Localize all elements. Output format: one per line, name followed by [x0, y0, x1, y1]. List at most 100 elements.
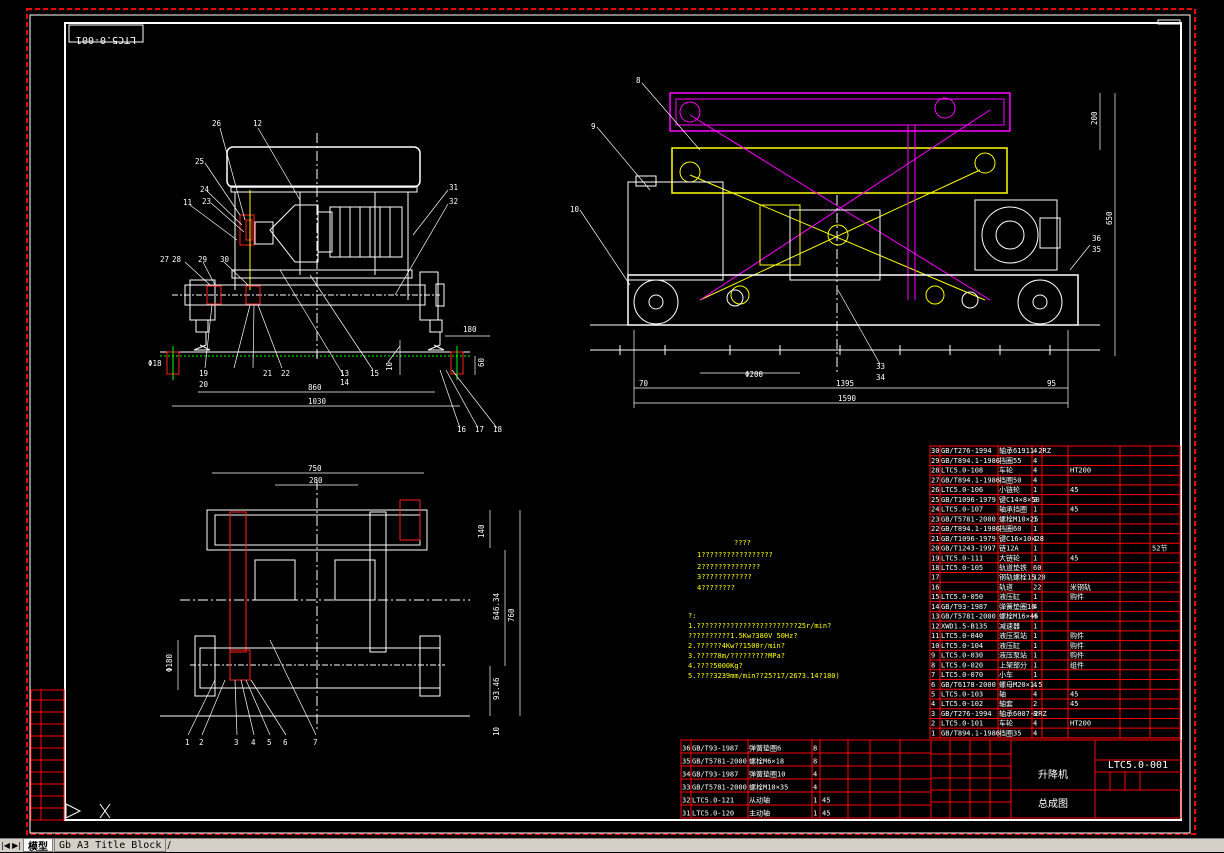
bom-cell-name: 大链轮	[999, 553, 1020, 562]
svg-text:1395: 1395	[836, 379, 854, 388]
bom-cell-code: LTC5.0-104	[941, 642, 983, 650]
bom-cell-no: 21	[931, 535, 939, 543]
bom-cell-qty: 4	[1033, 467, 1037, 475]
bom-cell-code: GB/T5781-2000	[941, 613, 996, 621]
svg-text:7: 7	[313, 738, 318, 747]
bom-cell-code: GB/T5781-2000	[692, 784, 747, 792]
tab-layout[interactable]: Gb A3 Title Block	[54, 839, 167, 852]
bom-cell-note: 52节	[1152, 545, 1167, 553]
bom-cell-no: 10	[931, 642, 939, 650]
svg-text:17: 17	[475, 425, 484, 434]
bom-cell-no: 9	[931, 652, 935, 660]
bom-cell-no: 34	[682, 771, 690, 779]
bom-cell-no: 35	[682, 758, 690, 766]
svg-text:27: 27	[160, 255, 169, 264]
bom-cell-name: 液压泵站	[999, 651, 1027, 660]
bom-cell-name: 主动轴	[749, 809, 770, 818]
bom-cell-code: LTC5.0-040	[941, 632, 983, 640]
bom-cell-qty: 4	[1033, 603, 1037, 611]
bom-cell-code: GB/T894.1-1986	[941, 457, 1000, 465]
bom-cell-qty: 1	[1033, 671, 1037, 679]
bom-cell-qty: 8	[1033, 710, 1037, 718]
bom-cell-qty: 4	[813, 784, 817, 792]
svg-text:1030: 1030	[308, 397, 327, 406]
tab-model[interactable]: 模型	[23, 839, 53, 853]
bom-cell-code: GB/T276-1994	[941, 447, 992, 455]
bom-cell-qty: 4	[1033, 457, 1037, 465]
svg-text:650: 650	[1105, 211, 1114, 225]
bom-cell-code: LTC5.0-030	[941, 652, 983, 660]
bom-cell-no: 32	[682, 797, 690, 805]
mirror-code-box	[68, 24, 144, 43]
bom-cell-name: 键C16×10×28	[999, 534, 1044, 543]
bom-cell-code: LTC5.0-120	[692, 810, 734, 818]
svg-text:??????????1.5Kw?380V 50Hz?: ??????????1.5Kw?380V 50Hz?	[688, 632, 798, 640]
bom-cell-code: GB/T894.1-1986	[941, 729, 1000, 737]
bom-cell-name: 挡圈55	[999, 456, 1021, 465]
bom-cell-code: GB/T93-1987	[692, 745, 738, 753]
svg-text:22: 22	[281, 369, 290, 378]
bom-cell-no: 28	[931, 467, 939, 475]
bom-cell-no: 26	[931, 486, 939, 494]
bom-cell-code: LTC5.0-105	[941, 564, 983, 572]
svg-text:8: 8	[636, 76, 641, 85]
drawing-title: 升降机	[1038, 768, 1068, 781]
bom-cell-mat: 购件	[1070, 641, 1084, 650]
bom-cell-no: 2	[931, 720, 935, 728]
bom-cell-no: 13	[931, 613, 939, 621]
bom-cell-qty: 1	[1033, 652, 1037, 660]
bom-cell-qty: 60	[1033, 564, 1041, 572]
first-tab-icon[interactable]: |◀	[1, 841, 10, 850]
svg-text:15: 15	[370, 369, 379, 378]
bom-cell-code: LTC5.0-107	[941, 506, 983, 514]
svg-text:3????????????: 3????????????	[697, 573, 752, 581]
bom-cell-no: 22	[931, 525, 939, 533]
bom-cell-mat: 购件	[1070, 631, 1084, 640]
svg-text:????: ????	[734, 539, 751, 547]
bom-cell-no: 33	[682, 784, 690, 792]
bom-cell-code: LTC5.0-050	[941, 593, 983, 601]
svg-text:34: 34	[876, 373, 886, 382]
bom-cell-name: 轴承挡圈	[999, 505, 1027, 514]
bom-cell-no: 31	[682, 810, 690, 818]
bom-cell-name: 螺栓M10×35	[749, 783, 788, 792]
svg-text:36: 36	[1092, 234, 1102, 243]
bom-cell-no: 16	[931, 583, 939, 591]
bom-cell-mat: 45	[1070, 700, 1078, 708]
next-tab-icon[interactable]: ▶|	[12, 841, 21, 850]
bom-cell-code: LTC5.0-103	[941, 690, 983, 698]
svg-text:1: 1	[185, 738, 190, 747]
bom-cell-name: 弹簧垫圈10	[749, 770, 785, 779]
bom-cell-name: 轴套	[999, 699, 1013, 708]
svg-text:95: 95	[1047, 379, 1056, 388]
mirror-code: LTC5.0-001	[76, 34, 136, 45]
bom-cell-code: GB/T1096-1979	[941, 535, 996, 543]
bom-cell-name: 螺栓M10×25	[999, 514, 1038, 523]
svg-text:Φ180: Φ180	[165, 653, 174, 672]
bom-cell-mat: 组件	[1070, 660, 1084, 669]
left-margin-table	[30, 689, 65, 821]
bom-cell-mat: 米钢轨	[1070, 582, 1091, 591]
bom-cell-qty: 1	[1033, 632, 1037, 640]
bom-cell-no: 30	[931, 447, 939, 455]
svg-text:5.????3239mm/min??25?17/2673.1: 5.????3239mm/min??25?17/2673.14?180)	[688, 672, 840, 680]
bom-cell-qty: 4	[1033, 690, 1037, 698]
bom-cell-name: 轴承6007-2RZ	[999, 709, 1047, 718]
bom-cell-name: 从动轴	[749, 796, 770, 805]
bom-cell-code: GB/T5781-2000	[941, 515, 996, 523]
bom-cell-code: GB/T6178-2000	[941, 681, 996, 689]
svg-text:31: 31	[449, 183, 458, 192]
